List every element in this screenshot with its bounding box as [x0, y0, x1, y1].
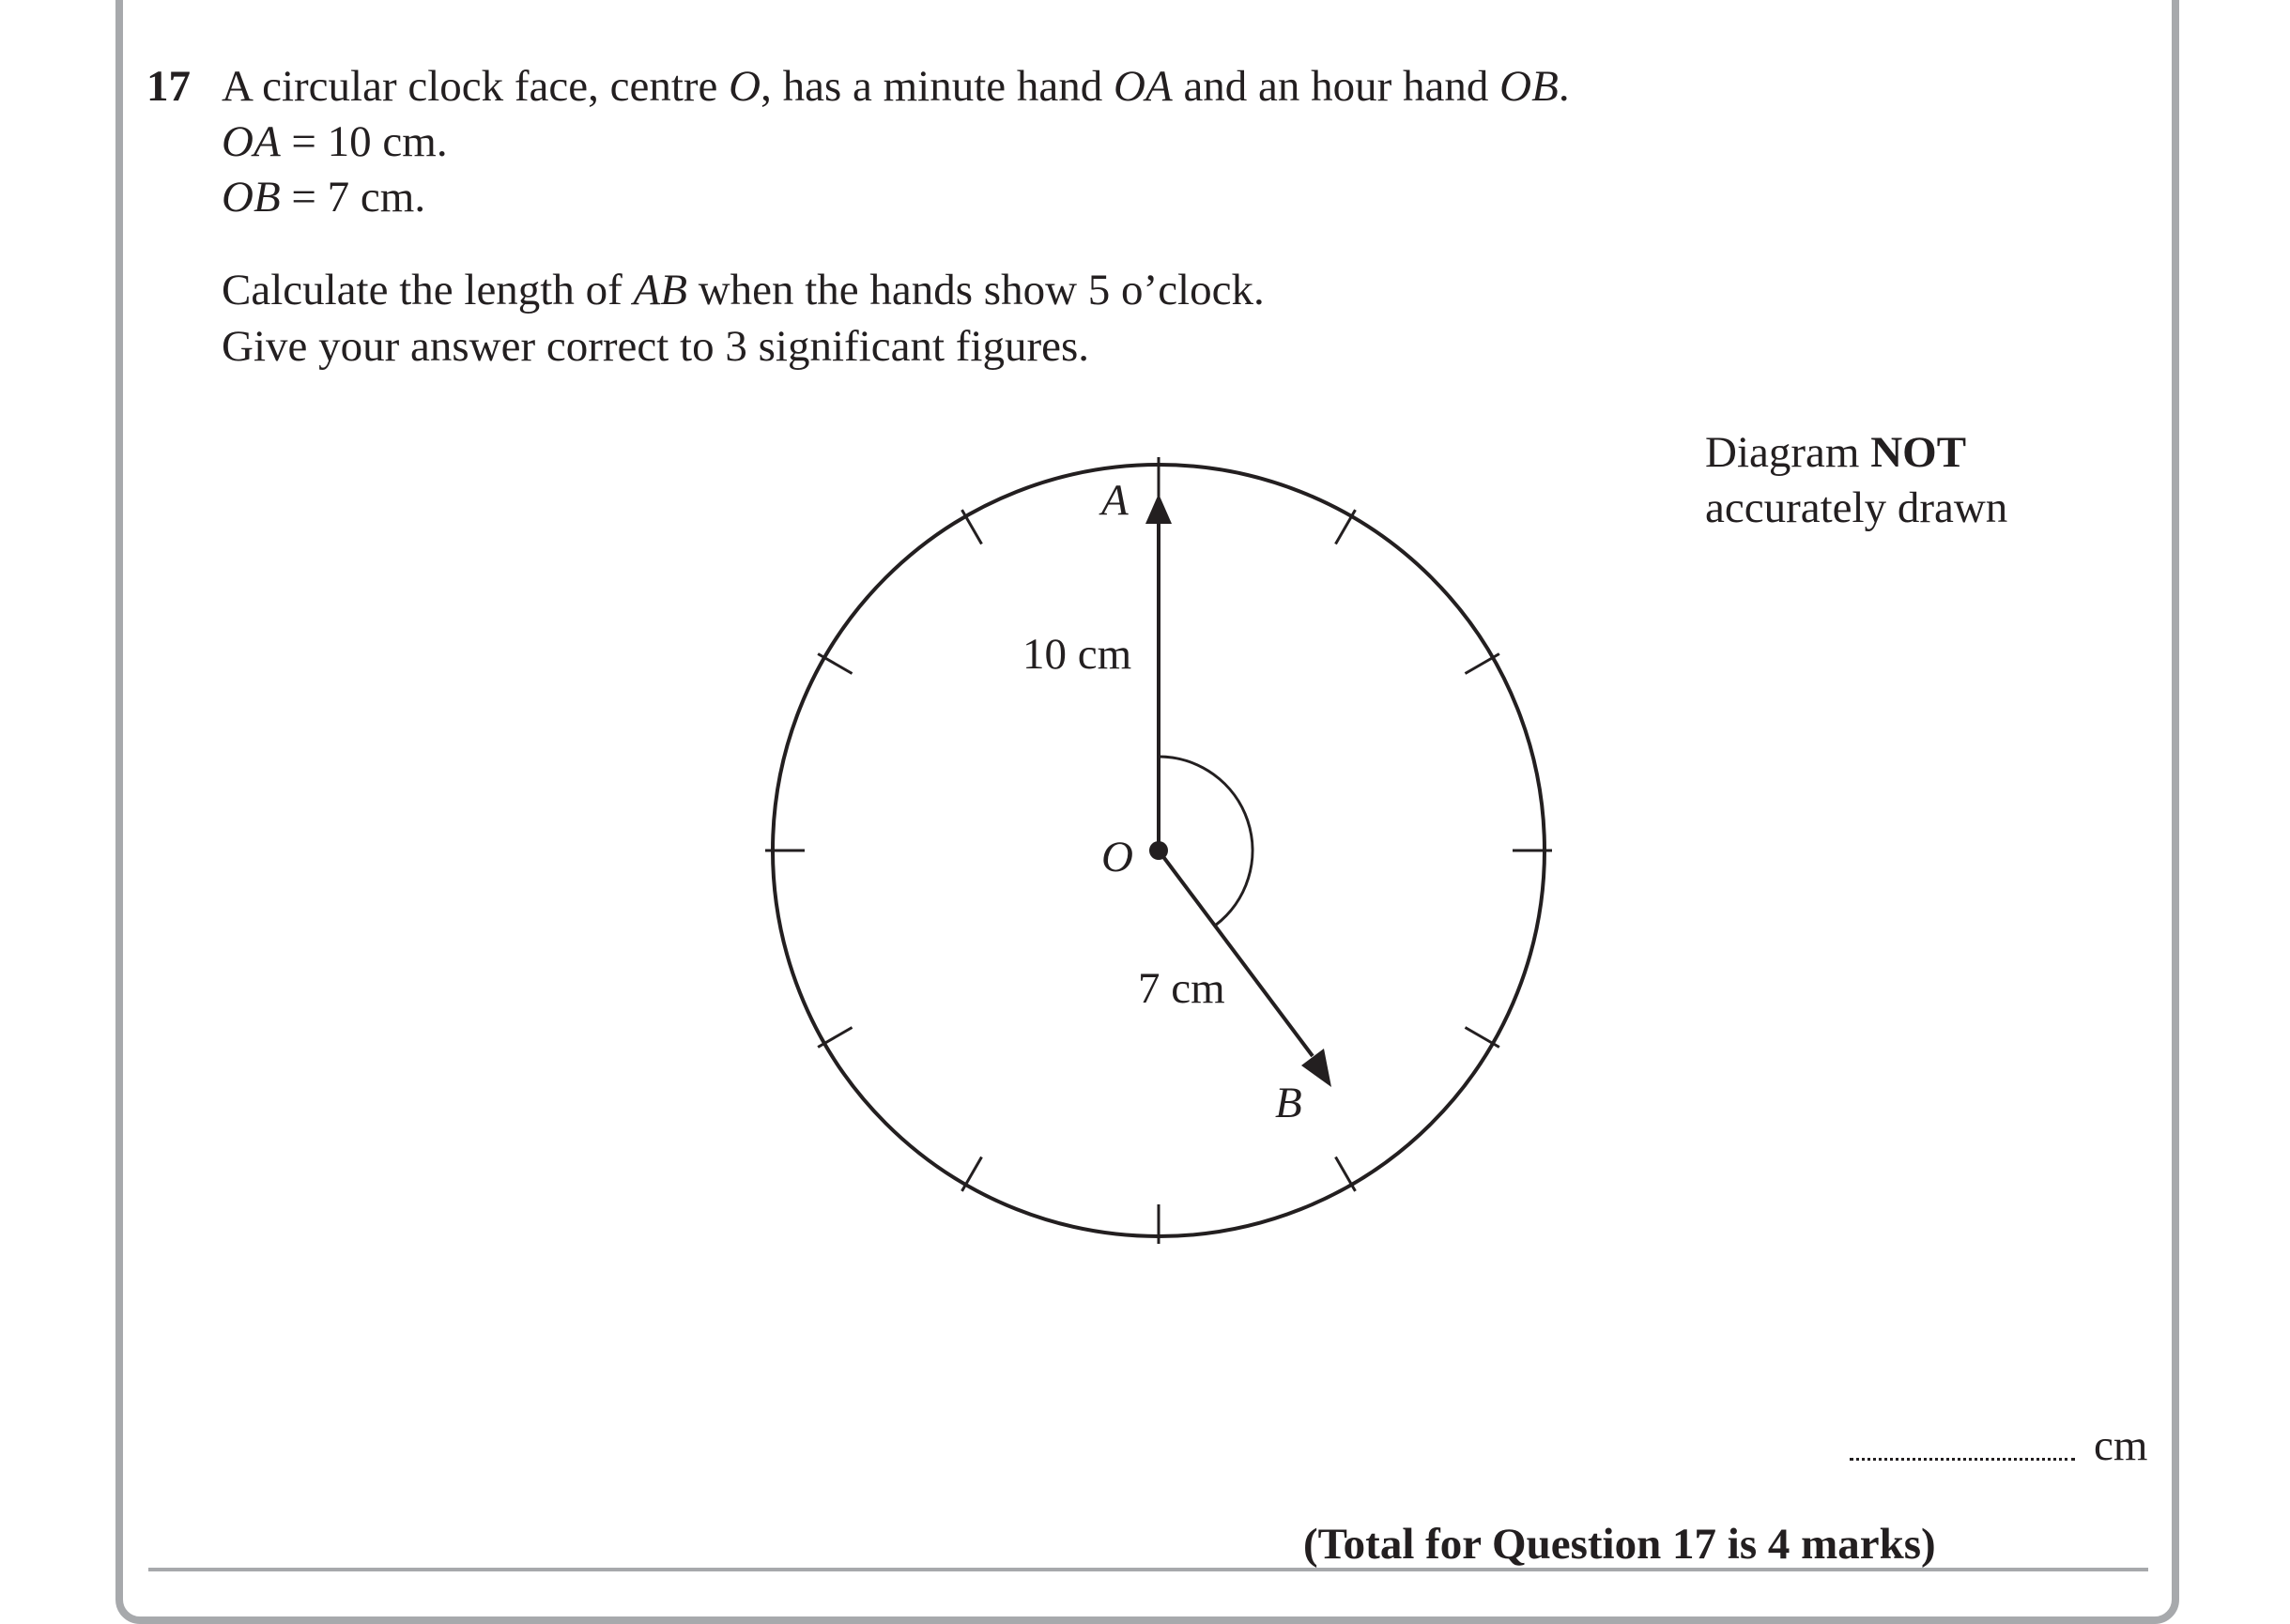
label-a: A [1099, 476, 1129, 525]
hour-hand [1157, 849, 1314, 1058]
minute-hand-arrowhead [1145, 494, 1172, 524]
hour-tick [1464, 1026, 1500, 1049]
hour-tick [1334, 1156, 1357, 1192]
question-intro: A circular clock face, centre O, has a m… [222, 62, 1570, 111]
hour-tick [961, 509, 983, 545]
label-oa-length: 10 cm [1022, 630, 1131, 679]
hour-tick [961, 1156, 983, 1192]
label-ob-length: 7 cm [1138, 964, 1225, 1013]
bottom-rule [148, 1568, 2148, 1571]
answer-line[interactable] [1850, 1458, 2075, 1461]
question-frame [115, 0, 2179, 1624]
label-o: O [1101, 833, 1133, 881]
label-b: B [1275, 1079, 1302, 1127]
question-number: 17 [146, 62, 191, 111]
hour-tick [817, 652, 853, 675]
angle-arc [1158, 755, 1254, 927]
question-total: (Total for Question 17 is 4 marks) [1303, 1520, 1936, 1569]
hour-tick [1334, 509, 1357, 545]
clock-ticks [765, 457, 1552, 1244]
given-oa: OA = 10 cm. [222, 117, 448, 166]
instruction: Calculate the length of AB when the hand… [222, 266, 1265, 314]
hour-hand-arrowhead [1301, 1049, 1331, 1087]
centre-point [1149, 841, 1168, 860]
given-ob: OB = 7 cm. [222, 173, 426, 222]
diagram-note: Diagram NOT [1705, 428, 1967, 477]
hour-tick [817, 1026, 853, 1049]
accuracy-instruction: Give your answer correct to 3 significan… [222, 322, 1090, 371]
diagram-note-line2: accurately drawn [1705, 483, 2008, 532]
hour-tick [1464, 652, 1500, 675]
answer-unit: cm [2094, 1421, 2148, 1470]
